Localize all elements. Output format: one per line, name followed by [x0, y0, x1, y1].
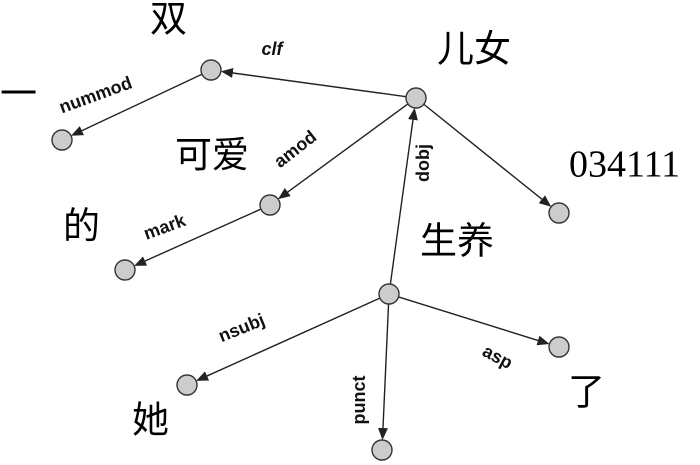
edge-shengyang-punct — [377, 303, 390, 441]
node-ta — [176, 374, 198, 396]
edge-label-amod: amod — [270, 126, 320, 171]
node-punct — [371, 439, 393, 461]
edge-ernv-keai — [278, 103, 409, 200]
edge-shengyang-le — [398, 296, 550, 346]
nodes-layer — [51, 59, 570, 461]
edge-label-clf: clf — [261, 39, 284, 59]
node-num — [548, 202, 570, 224]
edge-ernv-num — [423, 103, 552, 207]
word-shuang: 双 — [150, 0, 187, 41]
node-shengyang — [378, 283, 400, 305]
edge-label-mark: mark — [141, 210, 189, 244]
word-de: 的 — [63, 205, 100, 248]
edge-label-nummod: nummod — [56, 72, 134, 117]
word-ta: 她 — [132, 399, 169, 442]
word-ernv: 儿女 — [437, 28, 511, 71]
edge-shengyang-ta — [196, 297, 381, 381]
word-keai: 可爱 — [175, 134, 249, 177]
word-shengyang: 生养 — [420, 220, 494, 263]
edge-keai-de — [134, 208, 262, 266]
word-num: 034111 — [569, 144, 680, 186]
word-yi: 一 — [0, 73, 37, 116]
node-de — [114, 259, 136, 281]
node-ernv — [405, 87, 427, 109]
edges-layer — [71, 68, 552, 441]
edge-label-dobj: dobj — [413, 144, 433, 182]
node-yi — [51, 129, 73, 151]
edge-ernv-shuang — [220, 68, 407, 98]
edge-label-asp: asp — [479, 341, 516, 373]
edge-shuang-yi — [71, 73, 203, 136]
word-le: 了 — [568, 371, 605, 414]
node-le — [548, 336, 570, 358]
edge-label-nsubj: nsubj — [216, 310, 268, 347]
node-keai — [259, 194, 281, 216]
edge-label-punct: punct — [349, 376, 369, 425]
node-shuang — [200, 59, 222, 81]
edge-shengyang-ernv — [389, 107, 418, 285]
